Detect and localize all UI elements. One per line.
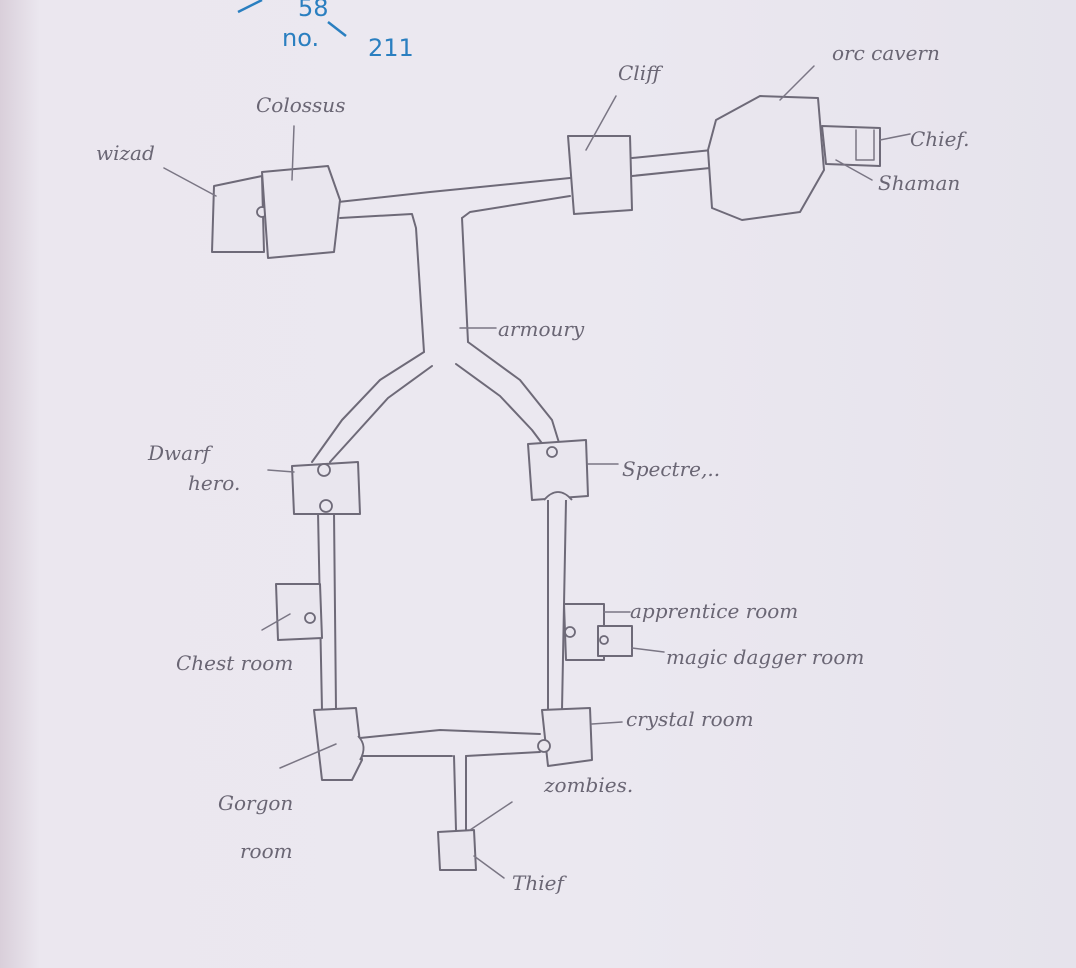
annotation-line2: no. — [282, 24, 319, 52]
door-chest — [304, 612, 316, 624]
corridor-bottom-lower-right — [465, 751, 541, 757]
room-colossus — [261, 165, 341, 259]
label-apprentice-room: apprentice room — [630, 599, 798, 623]
room-magic-dagger — [597, 625, 633, 657]
room-cliff — [567, 135, 633, 215]
corridor-armoury-right — [461, 217, 469, 343]
ink-tick — [327, 21, 347, 37]
door-magic-dagger — [599, 635, 609, 645]
leader-thief — [473, 855, 505, 879]
corridor-fork-left-outer — [311, 351, 425, 463]
corridor-thief-left — [453, 755, 457, 831]
label-orc-cavern: orc cavern — [832, 41, 940, 65]
room-wizard — [211, 175, 265, 253]
label-dwarf-hero-2: hero. — [188, 471, 240, 495]
label-shaman: Shaman — [878, 171, 960, 195]
corridor-cliff-cavern-lower — [631, 167, 711, 177]
door-dwarf-top — [317, 463, 331, 477]
label-thief: Thief — [512, 871, 567, 895]
corridor-fork-left-inner — [329, 365, 433, 463]
corridor-cliff-cavern-upper — [631, 149, 713, 159]
leader-wizard — [163, 167, 217, 197]
corridor-fork-right-outer — [467, 341, 561, 447]
door-crystal — [537, 739, 551, 753]
label-spectre: Spectre,.. — [622, 457, 720, 481]
label-gorgon-1: Gorgon — [218, 791, 293, 815]
leader-magic-dagger — [631, 647, 665, 653]
room-thief — [437, 829, 477, 871]
label-chief: Chief. — [910, 127, 969, 151]
room-chest — [275, 583, 323, 641]
ink-annotation: 58 no. 211 — [237, 0, 414, 62]
corridor-left-inner — [333, 511, 337, 711]
annotation-line3: 211 — [368, 34, 414, 62]
leader-gorgon — [279, 743, 337, 769]
room-apprentice — [563, 603, 605, 661]
leader-orc-cavern — [779, 65, 815, 101]
room-shaman-inner — [855, 129, 875, 161]
labels: wizad Colossus Cliff orc cavern Chief. S… — [96, 41, 969, 895]
door-dwarf-bottom — [319, 499, 333, 513]
door-gorgon — [357, 735, 365, 761]
room-orc-cavern — [707, 95, 825, 221]
corridor-top-lower-right — [461, 195, 571, 219]
leader-dwarf — [267, 469, 295, 473]
room-gorgon — [313, 707, 363, 781]
door-apprentice — [564, 626, 576, 638]
label-crystal-room: crystal room — [626, 707, 754, 731]
label-cliff: Cliff — [618, 61, 664, 85]
rooms — [211, 95, 881, 871]
label-armoury: armoury — [498, 317, 585, 341]
leader-shaman — [835, 159, 873, 181]
label-wizard: wizad — [96, 141, 155, 165]
room-chief — [821, 125, 881, 167]
leader-chief — [879, 133, 911, 141]
corridor-top-upper — [337, 177, 571, 203]
corridor-fork-right-inner — [455, 363, 545, 447]
label-colossus: Colossus — [256, 93, 345, 117]
corridor-bottom-upper — [359, 729, 541, 739]
corridor-top-lower-left — [339, 213, 425, 353]
leader-lines — [163, 65, 911, 879]
label-gorgon-2: room — [240, 839, 293, 863]
leader-crystal — [591, 721, 623, 725]
ink-stroke — [237, 0, 263, 14]
leader-thief-stroke — [469, 801, 513, 831]
door-spectre-bottom — [543, 491, 573, 501]
label-magic-dagger-room: magic dagger room — [666, 645, 864, 669]
label-dwarf-hero-1: Dwarf — [147, 441, 214, 465]
label-zombies: zombies. — [543, 773, 633, 797]
annotation-line1: 58 — [298, 0, 329, 22]
door-spectre-top — [546, 446, 558, 458]
leader-colossus — [291, 125, 295, 181]
label-chest-room: Chest room — [176, 651, 293, 675]
room-spectre — [527, 439, 589, 501]
room-dwarf-hero — [291, 461, 361, 515]
room-crystal — [541, 707, 593, 767]
leader-chest — [261, 613, 291, 631]
leader-cliff — [585, 95, 617, 151]
